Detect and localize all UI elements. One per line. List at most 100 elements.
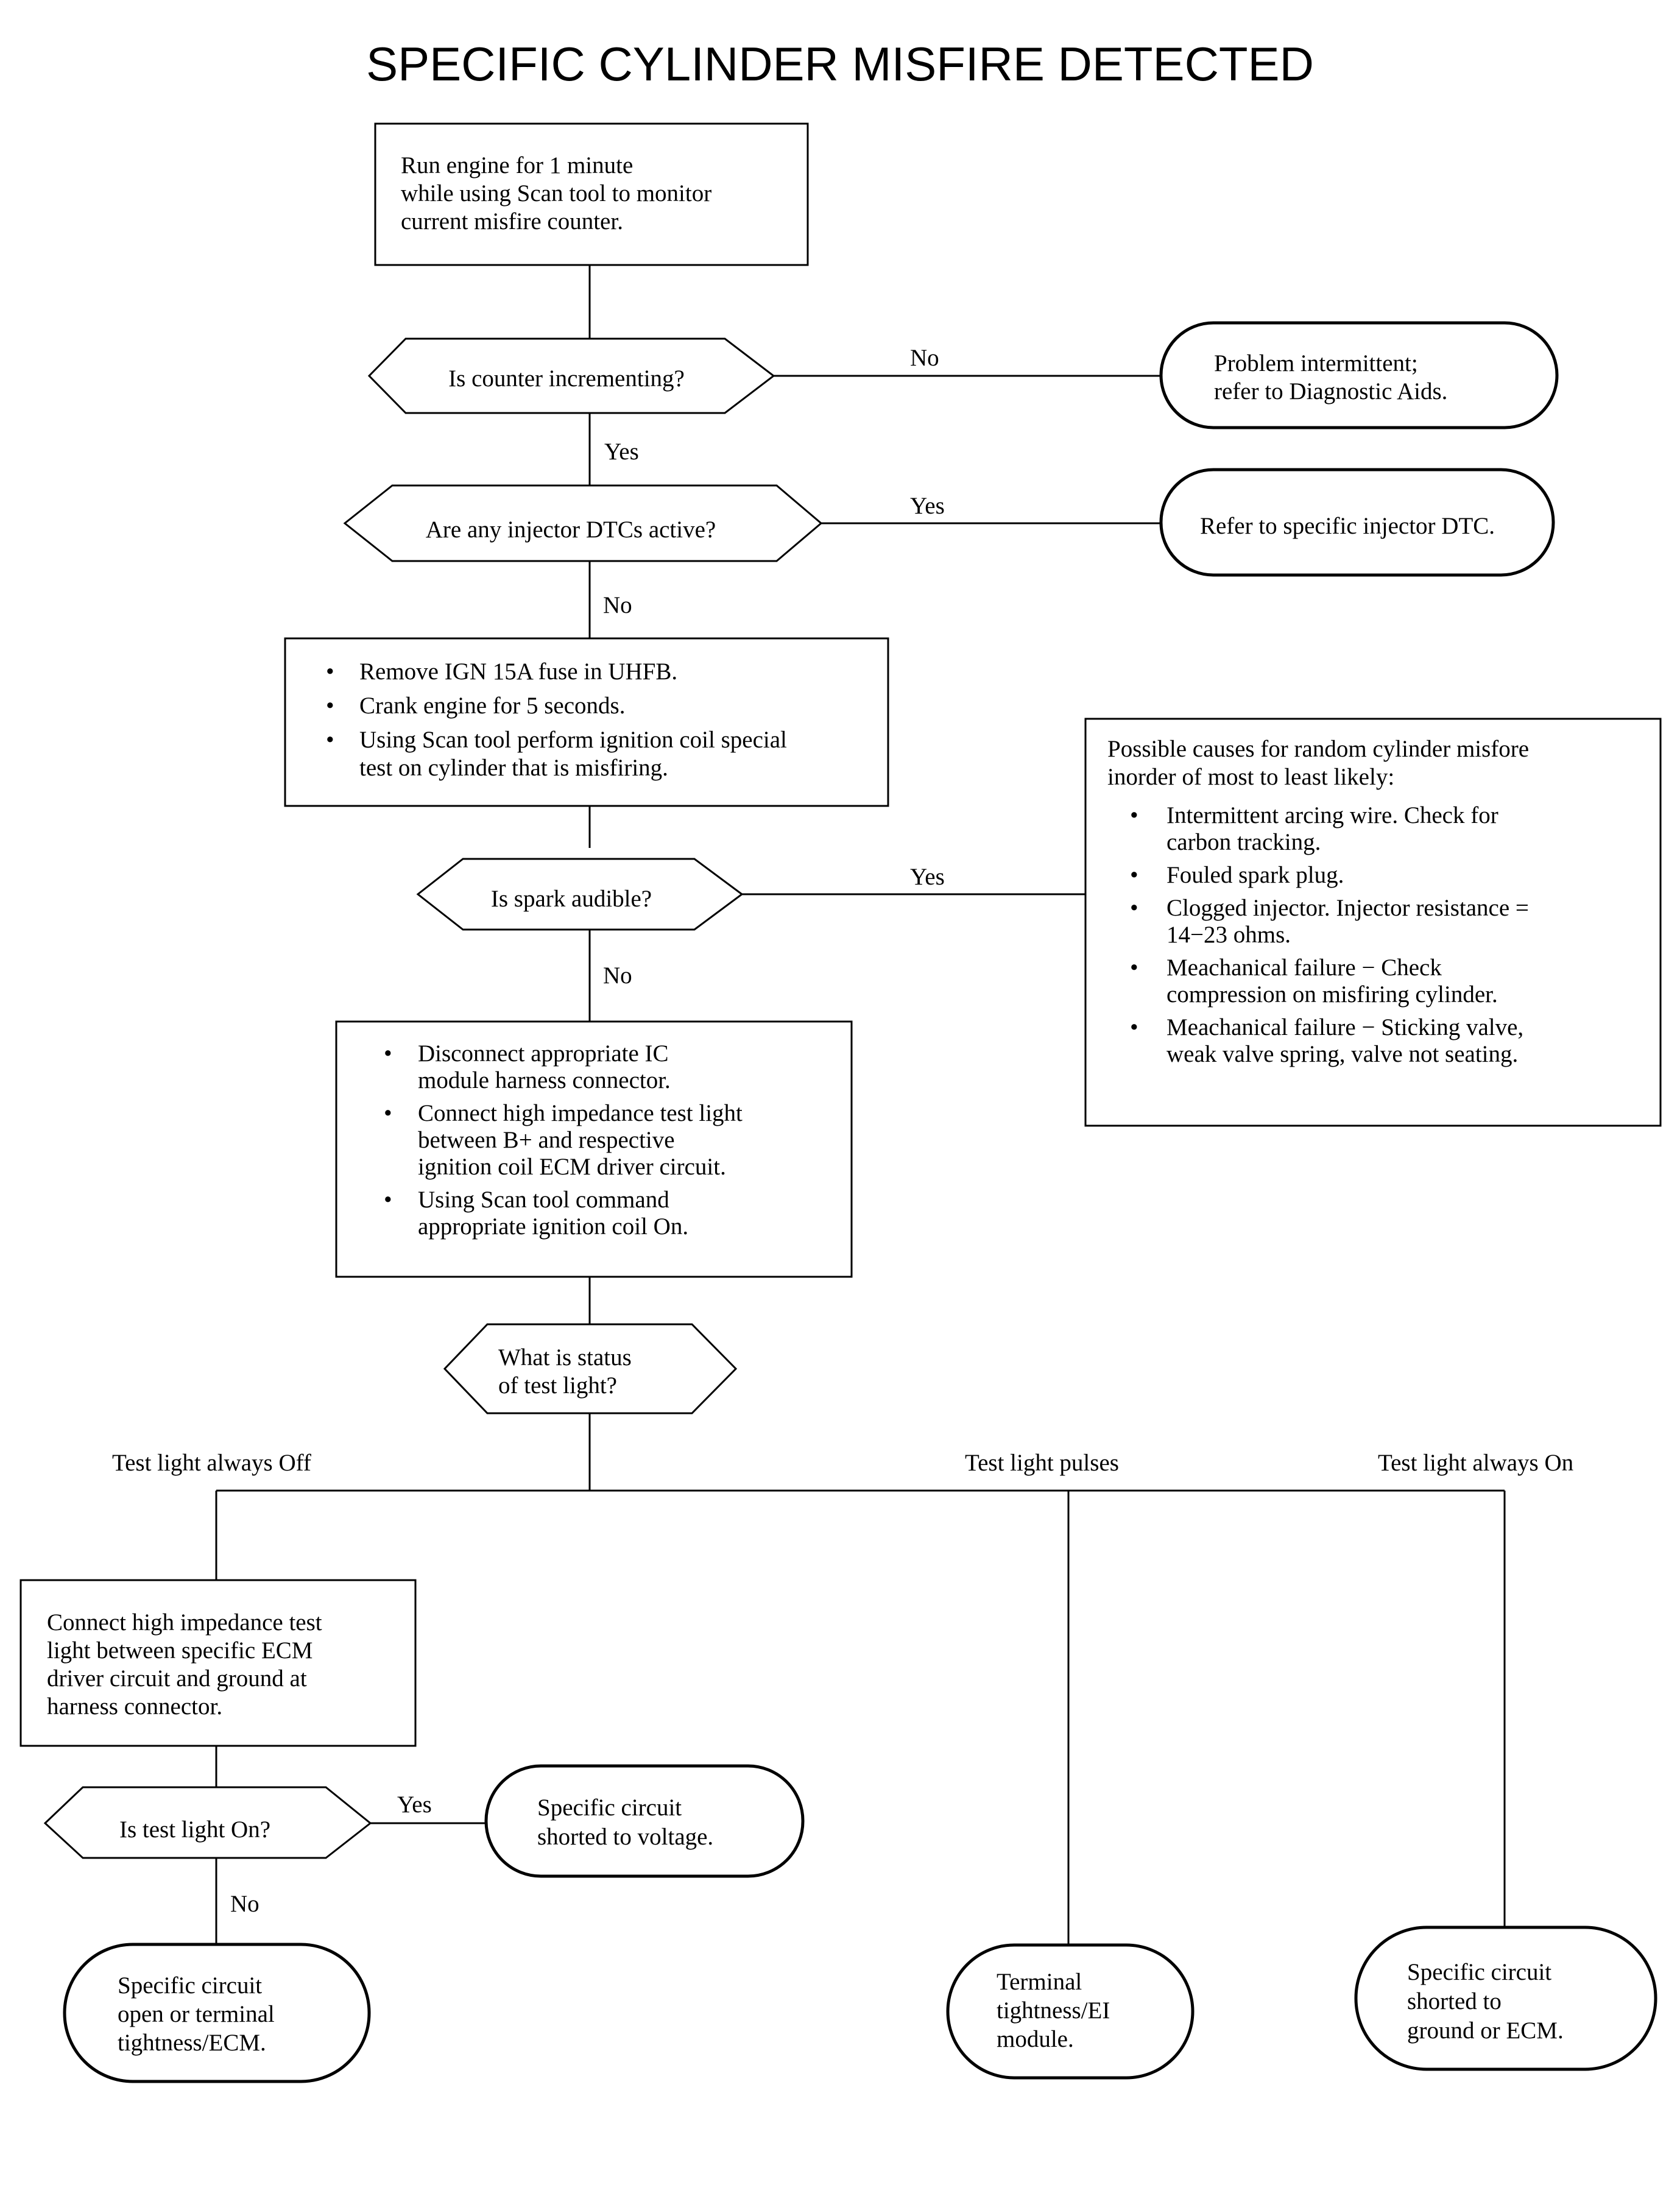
result-intermittent-text-line: refer to Diagnostic Aids.: [1214, 378, 1447, 404]
bullet-item-text: Clogged injector. Injector resistance =1…: [1166, 895, 1529, 948]
result-problem-intermittent: Problem intermittent;refer to Diagnostic…: [1159, 321, 1559, 429]
result-intermittent-text: Problem intermittent;refer to Diagnostic…: [1214, 350, 1447, 404]
decision-injector-text: Are any injector DTCs active?: [426, 517, 716, 543]
decision-spark-text-line: Is spark audible?: [491, 886, 652, 912]
result-refer-injector-dtc: Refer to specific injector DTC.: [1159, 468, 1555, 577]
decision-status-text-line: What is status: [498, 1344, 632, 1371]
box-possible-causes: Possible causes for random cylinder misf…: [1084, 718, 1662, 1127]
box-causes-intro-line: inorder of most to least likely:: [1107, 764, 1394, 790]
start-box-text-line: current misfire counter.: [401, 208, 623, 235]
result-shorted-ground-text-line: Specific circuit: [1407, 1959, 1551, 1985]
box-remove-fuse: • Remove IGN 15A fuse in UHFB. • Crank engi…: [284, 637, 889, 807]
page-title: SPECIFIC CYLINDER MISFIRE DETECTED: [366, 37, 1314, 91]
bullet-item-line: Intermittent arcing wire. Check for: [1166, 802, 1498, 828]
result-open-circuit-text-line: tightness/ECM.: [118, 2030, 266, 2056]
bullet-icon: •: [384, 1187, 392, 1213]
decision-injector-dtc: Are any injector DTCs active?: [343, 484, 823, 562]
decision-lighton-text: Is test light On?: [119, 1816, 270, 1843]
bullet-item-text: Meachanical failure − Sticking valve,wea…: [1166, 1014, 1523, 1067]
decision-lighton-text-line: Is test light On?: [119, 1816, 270, 1843]
result-shorted-voltage: Specific circuit shorted to voltage.: [484, 1764, 805, 1878]
decision-spark-audible: Is spark audible?: [416, 858, 744, 931]
bullet-icon: •: [1130, 802, 1138, 828]
result-injector-dtc-text: Refer to specific injector DTC.: [1200, 513, 1495, 539]
result-shorted-ground-text-line: ground or ECM.: [1407, 2018, 1564, 2044]
bullet-item-line: weak valve spring, valve not seating.: [1166, 1041, 1518, 1067]
bullet-item-line: test on cylinder that is misfiring.: [359, 755, 668, 781]
box-connect-ground-text-line: harness connector.: [47, 1693, 222, 1720]
bullet-item-line: Clogged injector. Injector resistance =: [1166, 895, 1529, 921]
bullet-icon: •: [1130, 955, 1138, 981]
bullet-item-text: Using Scan tool perform ignition coil sp…: [359, 727, 787, 781]
bullet-item-text: Remove IGN 15A fuse in UHFB.: [359, 658, 677, 685]
bullet-item-line: compression on misfiring cylinder.: [1166, 981, 1498, 1008]
decision-status-text-line: of test light?: [498, 1372, 617, 1399]
bullet-icon: •: [1130, 895, 1138, 921]
bullet-icon: •: [326, 693, 334, 719]
result-injector-dtc-text-line: Refer to specific injector DTC.: [1200, 513, 1495, 539]
bullet-item-text: Fouled spark plug.: [1166, 862, 1344, 888]
bullet-item-line: carbon tracking.: [1166, 829, 1321, 855]
result-intermittent-text-line: Problem intermittent;: [1214, 350, 1418, 376]
box-connect-ground-text-line: light between specific ECM: [47, 1637, 312, 1664]
box-causes-intro-line: Possible causes for random cylinder misf…: [1107, 736, 1529, 762]
result-terminal-text-line: module.: [997, 2026, 1074, 2052]
bullet-item-line: Meachanical failure − Sticking valve,: [1166, 1014, 1523, 1040]
decision-counter-incrementing: Is counter incrementing?: [367, 337, 775, 414]
label-counter-yes: Yes: [604, 439, 639, 465]
result-open-circuit-text-line: Specific circuit: [118, 1972, 262, 1999]
result-shorted-voltage-text-line: Specific circuit: [537, 1795, 682, 1821]
result-terminal-text-line: tightness/EI: [997, 1997, 1110, 2024]
box-connect-ground-text-line: Connect high impedance test: [47, 1609, 322, 1636]
label-light-always-off: Test light always Off: [112, 1450, 311, 1476]
bullet-item-line: module harness connector.: [418, 1067, 671, 1093]
label-lighton-no: No: [230, 1891, 259, 1917]
bullet-icon: •: [384, 1100, 392, 1126]
bullet-item-line: between B+ and respective: [418, 1127, 675, 1153]
result-shorted-voltage-text-line: shorted to voltage.: [537, 1824, 713, 1850]
label-counter-no: No: [910, 345, 939, 371]
result-shorted-voltage-text: Specific circuit shorted to voltage.: [537, 1795, 713, 1850]
bullet-item-line: Meachanical failure − Check: [1166, 955, 1442, 981]
bullet-item-line: Remove IGN 15A fuse in UHFB.: [359, 658, 677, 685]
decision-counter-text-line: Is counter incrementing?: [448, 365, 685, 392]
bullet-icon: •: [1130, 1014, 1138, 1040]
decision-spark-text: Is spark audible?: [491, 886, 652, 912]
label-injector-yes: Yes: [910, 493, 945, 519]
result-terminal-text-line: Terminal: [997, 1969, 1082, 1995]
edge-labels: No Yes Yes No Yes No Test light always O…: [112, 345, 1573, 1917]
bullet-item-line: Using Scan tool command: [418, 1187, 669, 1213]
label-injector-no: No: [603, 592, 632, 618]
connector-lines: [215, 265, 1506, 1945]
bullet-icon: •: [1130, 862, 1138, 888]
bullet-item-line: Connect high impedance test light: [418, 1100, 743, 1126]
label-spark-no: No: [603, 962, 632, 989]
decision-counter-text: Is counter incrementing?: [448, 365, 685, 392]
bullet-item-line: Crank engine for 5 seconds.: [359, 693, 625, 719]
bullet-item-line: Using Scan tool perform ignition coil sp…: [359, 727, 787, 753]
bullet-item-line: appropriate ignition coil On.: [418, 1213, 688, 1240]
bullet-item-line: 14−23 ohms.: [1166, 922, 1291, 948]
bullet-item-line: Disconnect appropriate IC: [418, 1040, 669, 1067]
decision-injector-text-line: Are any injector DTCs active?: [426, 517, 716, 543]
bullet-item-line: ignition coil ECM driver circuit.: [418, 1154, 726, 1180]
box-connect-ground-text-line: driver circuit and ground at: [47, 1665, 307, 1692]
start-box-text-line: Run engine for 1 minute: [401, 152, 633, 178]
bullet-icon: •: [326, 658, 334, 685]
